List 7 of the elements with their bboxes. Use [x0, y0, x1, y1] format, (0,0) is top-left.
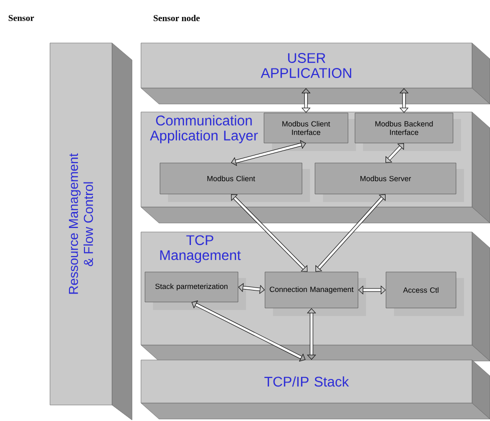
double-arrow [400, 88, 408, 113]
column-heading: Sensor [8, 14, 34, 22]
layer-slab: USER APPLICATION [140, 42, 490, 104]
double-arrow [302, 88, 310, 113]
column-heading: Sensor node [154, 14, 200, 22]
vertical-slab: Ressource Management & Flow Control [50, 42, 132, 420]
layer-slab: TCP/IP Stack [140, 360, 490, 420]
